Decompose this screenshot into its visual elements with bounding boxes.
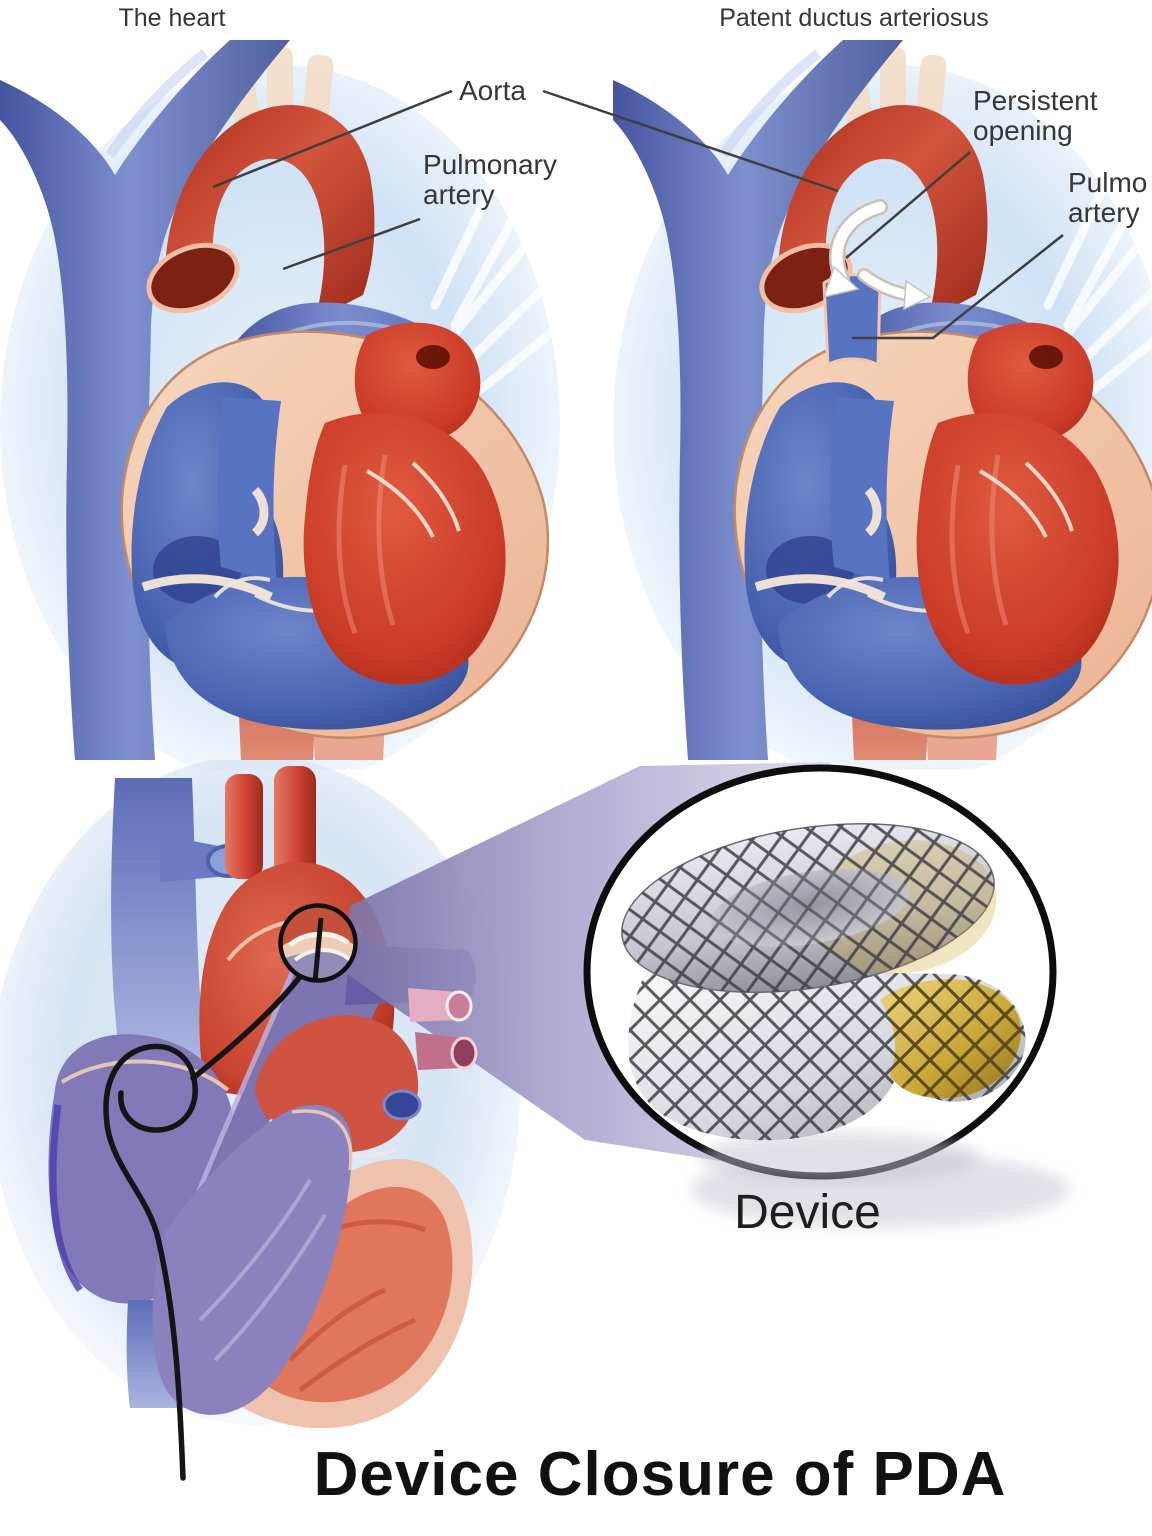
device-closure-illustration [0,760,1070,1481]
right-panel-title: Patent ductus arteriosus [719,4,989,32]
pulmonary-artery-label-line2: artery [423,178,495,210]
pulmo-artery-label-line1: Pulmo [1068,167,1148,198]
aorta-leader-right [542,89,839,193]
persistent-opening-label: Persistent opening [973,86,1098,145]
bottom-panel-title: Device Closure of PDA [313,1440,1007,1509]
pulmo-artery-leader [852,234,1064,340]
pulmo-artery-label: Pulmo artery [1068,168,1147,227]
device-label: Device [734,1186,881,1239]
pulmonary-artery-label-line1: Pulmonary [423,149,557,180]
persistent-opening-label-line2: opening [973,114,1073,146]
pulmonary-artery-label: Pulmonary artery [423,150,557,209]
device-inset [583,764,1070,1228]
left-panel-title: The heart [118,4,226,32]
persistent-opening-leader [845,151,971,259]
aorta-label: Aorta [459,75,526,106]
catheter-heart [0,760,1070,1481]
magnifier-circle [278,903,358,983]
pulmo-artery-label-line2: artery [1068,196,1140,228]
persistent-opening-label-line1: Persistent [973,85,1098,116]
pulmonary-artery-leader [282,217,421,271]
aorta-leader-left [212,89,453,189]
occluder-device [621,822,1026,1141]
pulmonary-veins [382,988,478,1121]
